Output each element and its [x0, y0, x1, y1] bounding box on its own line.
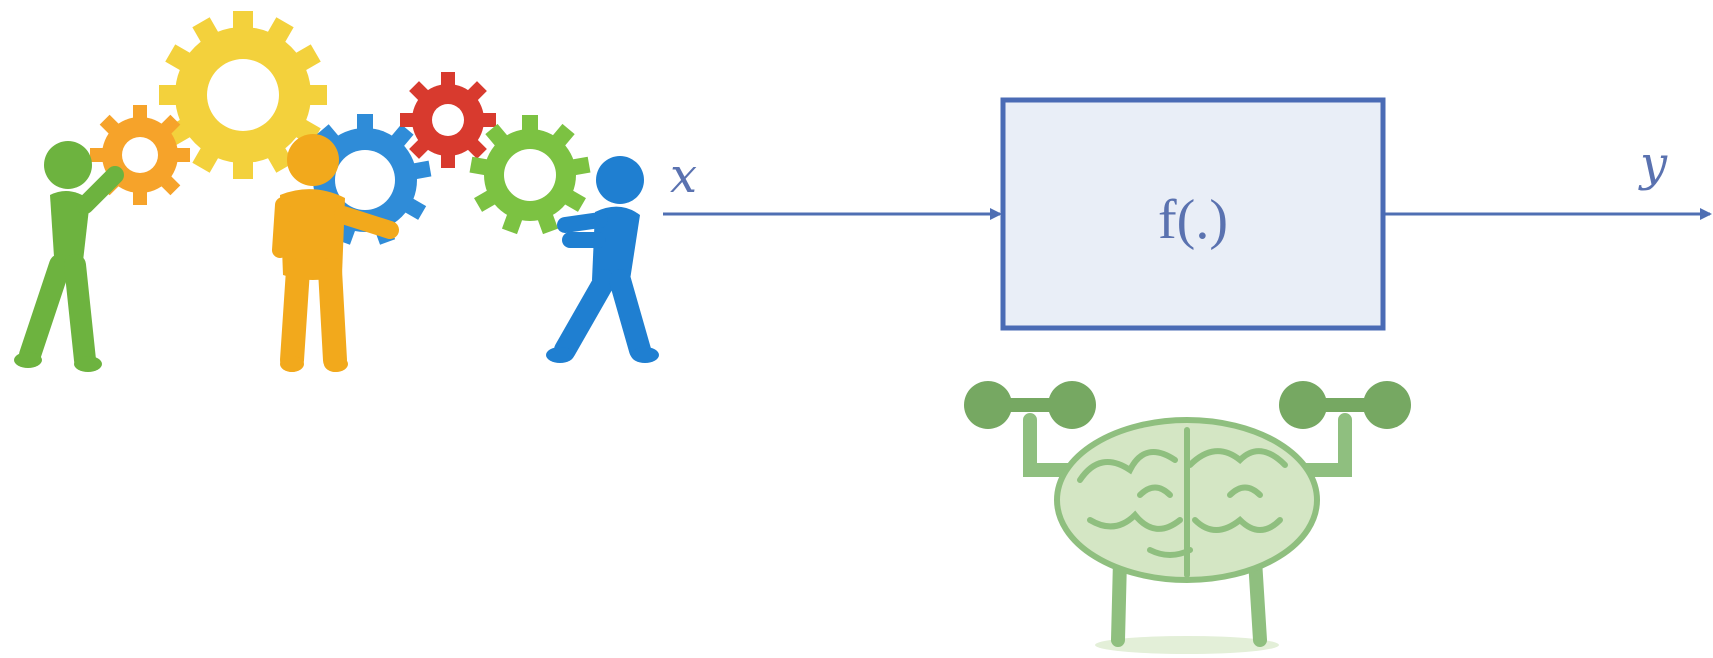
function-label: f(.): [1158, 189, 1228, 251]
output-label: y: [1638, 136, 1668, 192]
red-gear-icon: [400, 72, 496, 168]
yellow-gear-icon: [159, 11, 327, 179]
brain-lifting-dumbbells-icon: [964, 381, 1411, 654]
orange-person-icon: [272, 134, 399, 372]
green-gear-icon: [469, 115, 591, 235]
people-with-gears-icon: [14, 11, 659, 372]
brain-icon: [1054, 417, 1320, 583]
blue-person-icon: [546, 156, 659, 363]
left-dumbbell-icon: [964, 381, 1096, 429]
green-person-icon: [14, 141, 124, 372]
right-dumbbell-icon: [1279, 381, 1411, 429]
input-label: x: [670, 148, 697, 204]
function-box: [1000, 97, 1386, 331]
